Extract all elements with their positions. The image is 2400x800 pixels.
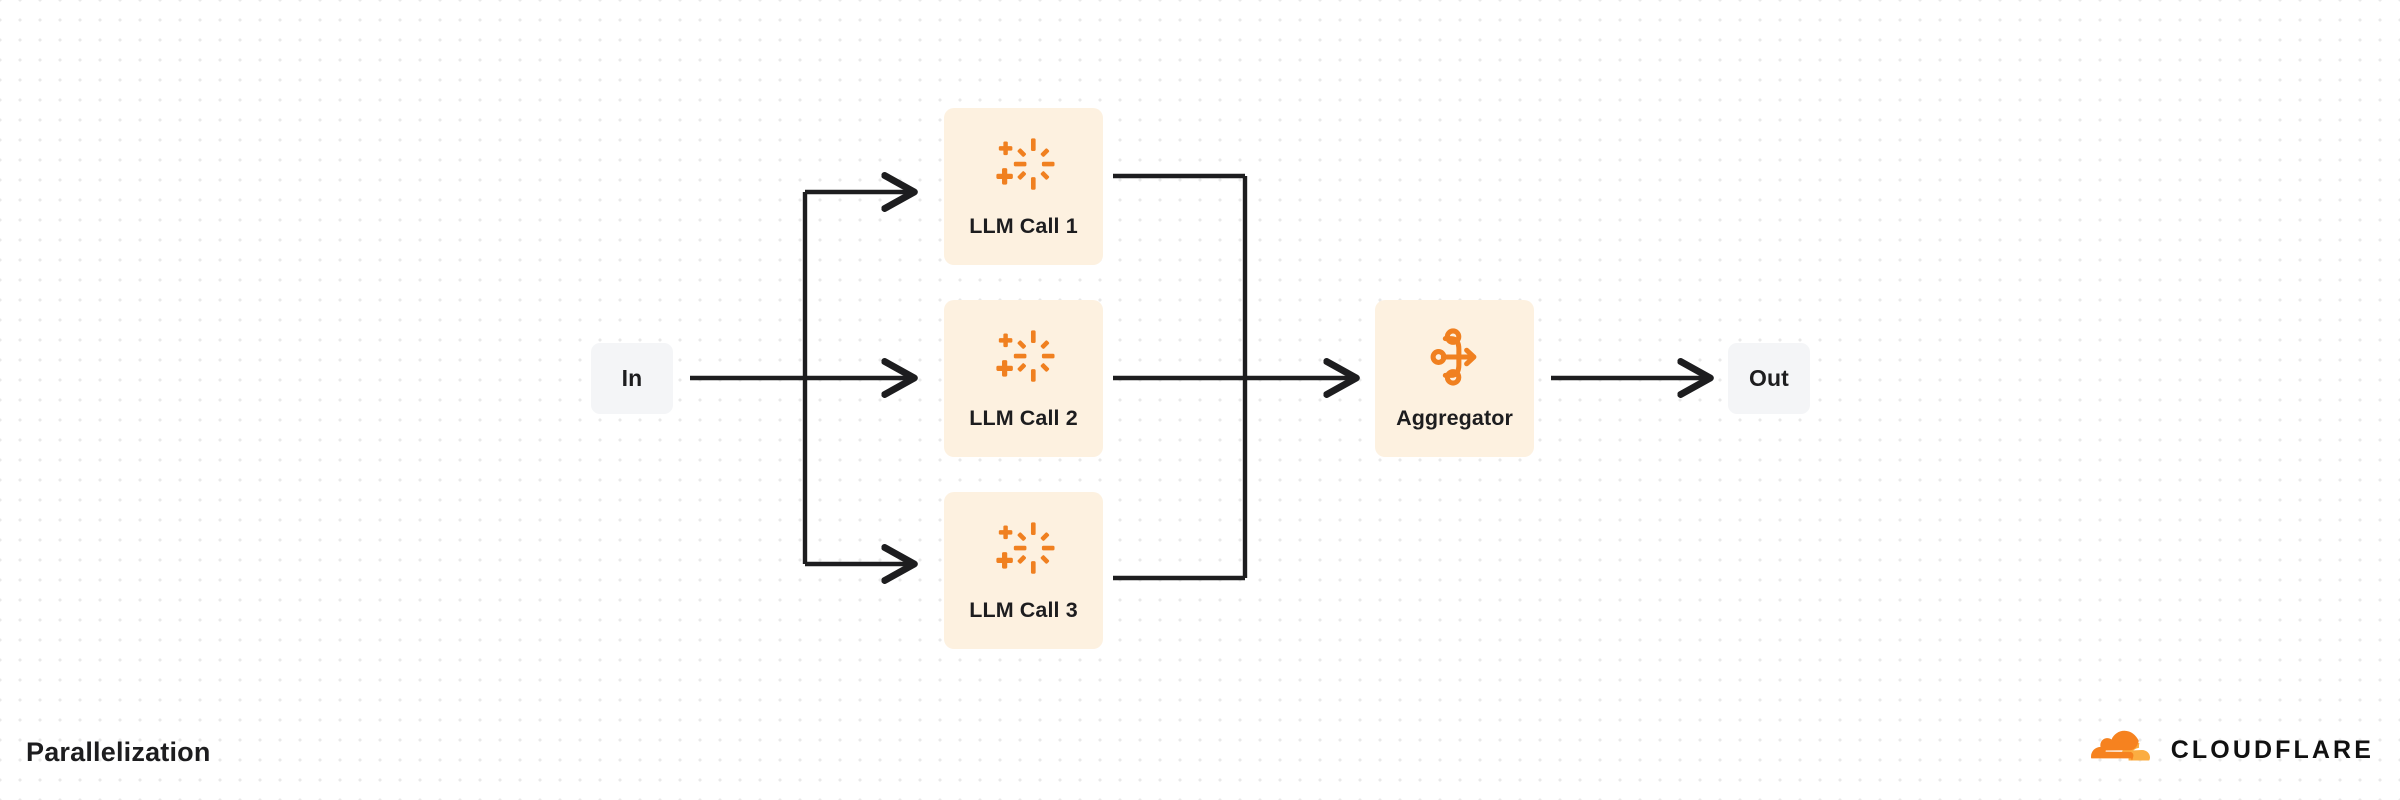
llm-call-2-card[interactable]: LLM Call 2	[944, 300, 1103, 457]
input-pill[interactable]: In	[591, 343, 673, 414]
llm-call-3-card[interactable]: LLM Call 3	[944, 492, 1103, 649]
node-llm-call-1[interactable]: LLM Call 1	[944, 108, 1103, 265]
sparkle-icon	[995, 330, 1055, 382]
aggregate-merge-icon	[1430, 328, 1476, 386]
output-label: Out	[1749, 365, 1789, 391]
sparkle-icon	[995, 138, 1055, 190]
llm-call-1-card[interactable]: LLM Call 1	[944, 108, 1103, 265]
aggregator-card[interactable]: Aggregator	[1375, 300, 1534, 457]
sparkle-icon	[995, 522, 1055, 574]
node-input[interactable]: In	[591, 343, 673, 414]
input-label: In	[621, 365, 643, 391]
diagram-title: Parallelization	[26, 737, 211, 767]
llm-call-1-label: LLM Call 1	[969, 214, 1078, 238]
output-pill[interactable]: Out	[1728, 343, 1810, 414]
aggregator-label: Aggregator	[1396, 406, 1513, 430]
node-output[interactable]: Out	[1728, 343, 1810, 414]
node-aggregator[interactable]: Aggregator	[1375, 300, 1534, 457]
llm-call-2-label: LLM Call 2	[969, 406, 1078, 430]
node-llm-call-3[interactable]: LLM Call 3	[944, 492, 1103, 649]
node-llm-call-2[interactable]: LLM Call 2	[944, 300, 1103, 457]
cloudflare-cloud-icon	[2090, 730, 2150, 761]
cloudflare-wordmark: CLOUDFLARE	[2170, 735, 2374, 764]
cloudflare-brand: CLOUDFLARE	[2079, 730, 2374, 770]
llm-call-3-label: LLM Call 3	[969, 598, 1078, 622]
